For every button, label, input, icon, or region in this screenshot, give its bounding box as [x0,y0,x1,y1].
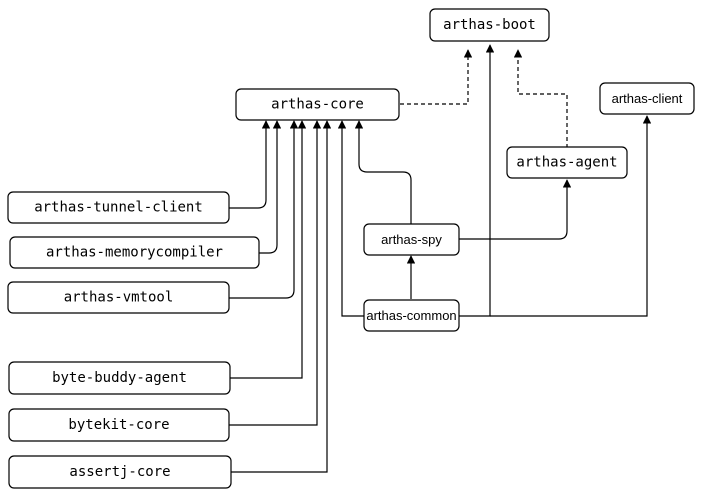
edges [229,44,652,473]
node-arthas-vmtool: arthas-vmtool [7,281,230,314]
node-label: arthas-agent [516,155,617,171]
edge-common-to-core [337,120,364,317]
node-label: bytekit-core [68,417,169,433]
node-arthas-spy: arthas-spy [363,223,460,256]
node-arthas-common: arthas-common [363,299,460,332]
node-label: arthas-vmtool [64,290,174,306]
node-label: arthas-memorycompiler [46,245,223,261]
edge-spy-to-agent [459,179,572,240]
edge-vmtool-to-core [229,120,299,299]
edge-bytekit-core-to-core [229,120,322,426]
node-assertj-core: assertj-core [8,455,232,489]
edge-memorycompiler-to-core [259,120,282,254]
node-label: arthas-boot [443,17,536,33]
node-label: arthas-client [612,91,683,106]
node-label: arthas-tunnel-client [34,200,203,216]
node-arthas-agent: arthas-agent [506,146,628,179]
edge-tunnel-client-to-core [229,120,271,209]
node-label: arthas-core [271,97,364,113]
node-label: assertj-core [69,464,170,480]
node-bytekit-core: bytekit-core [8,408,230,442]
edge-agent-to-boot [513,49,568,148]
edge-core-to-boot [400,49,473,105]
edge-common-to-client [490,115,652,317]
node-byte-buddy-agent: byte-buddy-agent [8,361,231,395]
edge-spy-to-core [354,120,412,224]
node-arthas-boot: arthas-boot [429,8,550,42]
node-label: arthas-spy [381,232,442,247]
edge-byte-buddy-agent-to-core [230,120,307,379]
node-arthas-client: arthas-client [599,82,695,115]
edge-assertj-core-to-core [231,120,332,473]
node-label: arthas-common [366,308,456,323]
node-arthas-memorycompiler: arthas-memorycompiler [9,236,260,269]
node-arthas-tunnel-client: arthas-tunnel-client [7,191,230,224]
node-arthas-core: arthas-core [235,88,400,121]
edge-common-to-boot [459,44,495,317]
node-label: byte-buddy-agent [52,370,187,386]
